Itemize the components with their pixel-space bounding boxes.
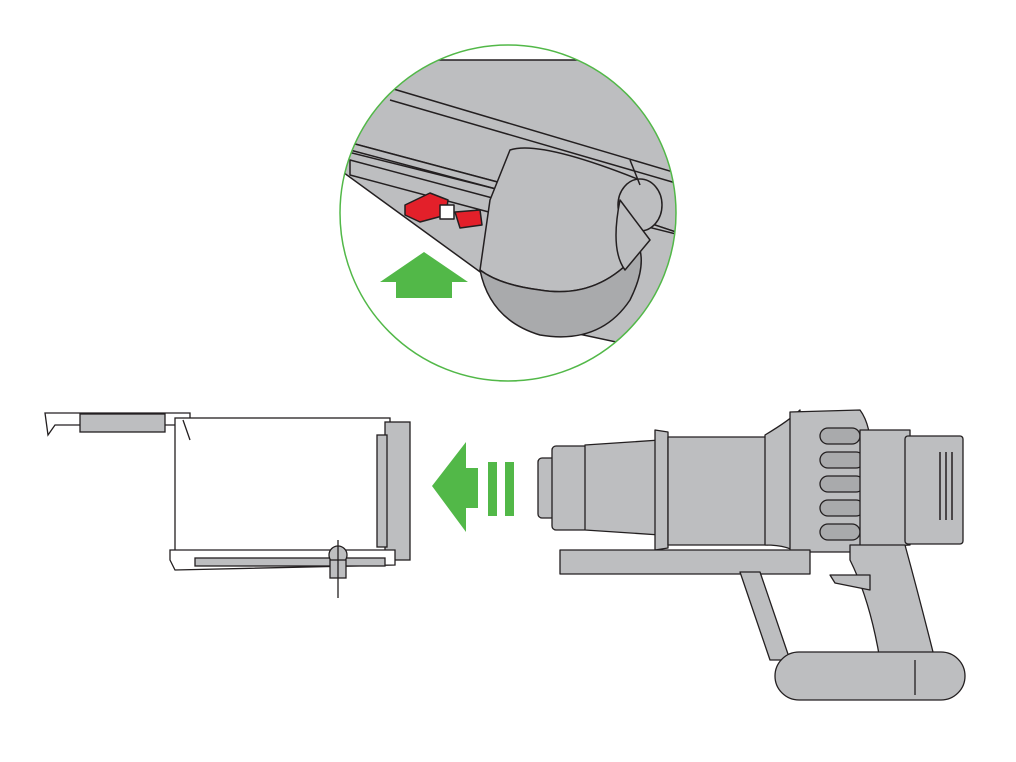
arrow-up-icon <box>380 252 468 298</box>
magnifier-circle-border <box>339 44 677 382</box>
detached-bin <box>44 412 411 598</box>
vacuum-handheld-body <box>537 409 966 701</box>
magnified-detail <box>339 44 677 382</box>
arrow-left-icon <box>432 442 514 532</box>
